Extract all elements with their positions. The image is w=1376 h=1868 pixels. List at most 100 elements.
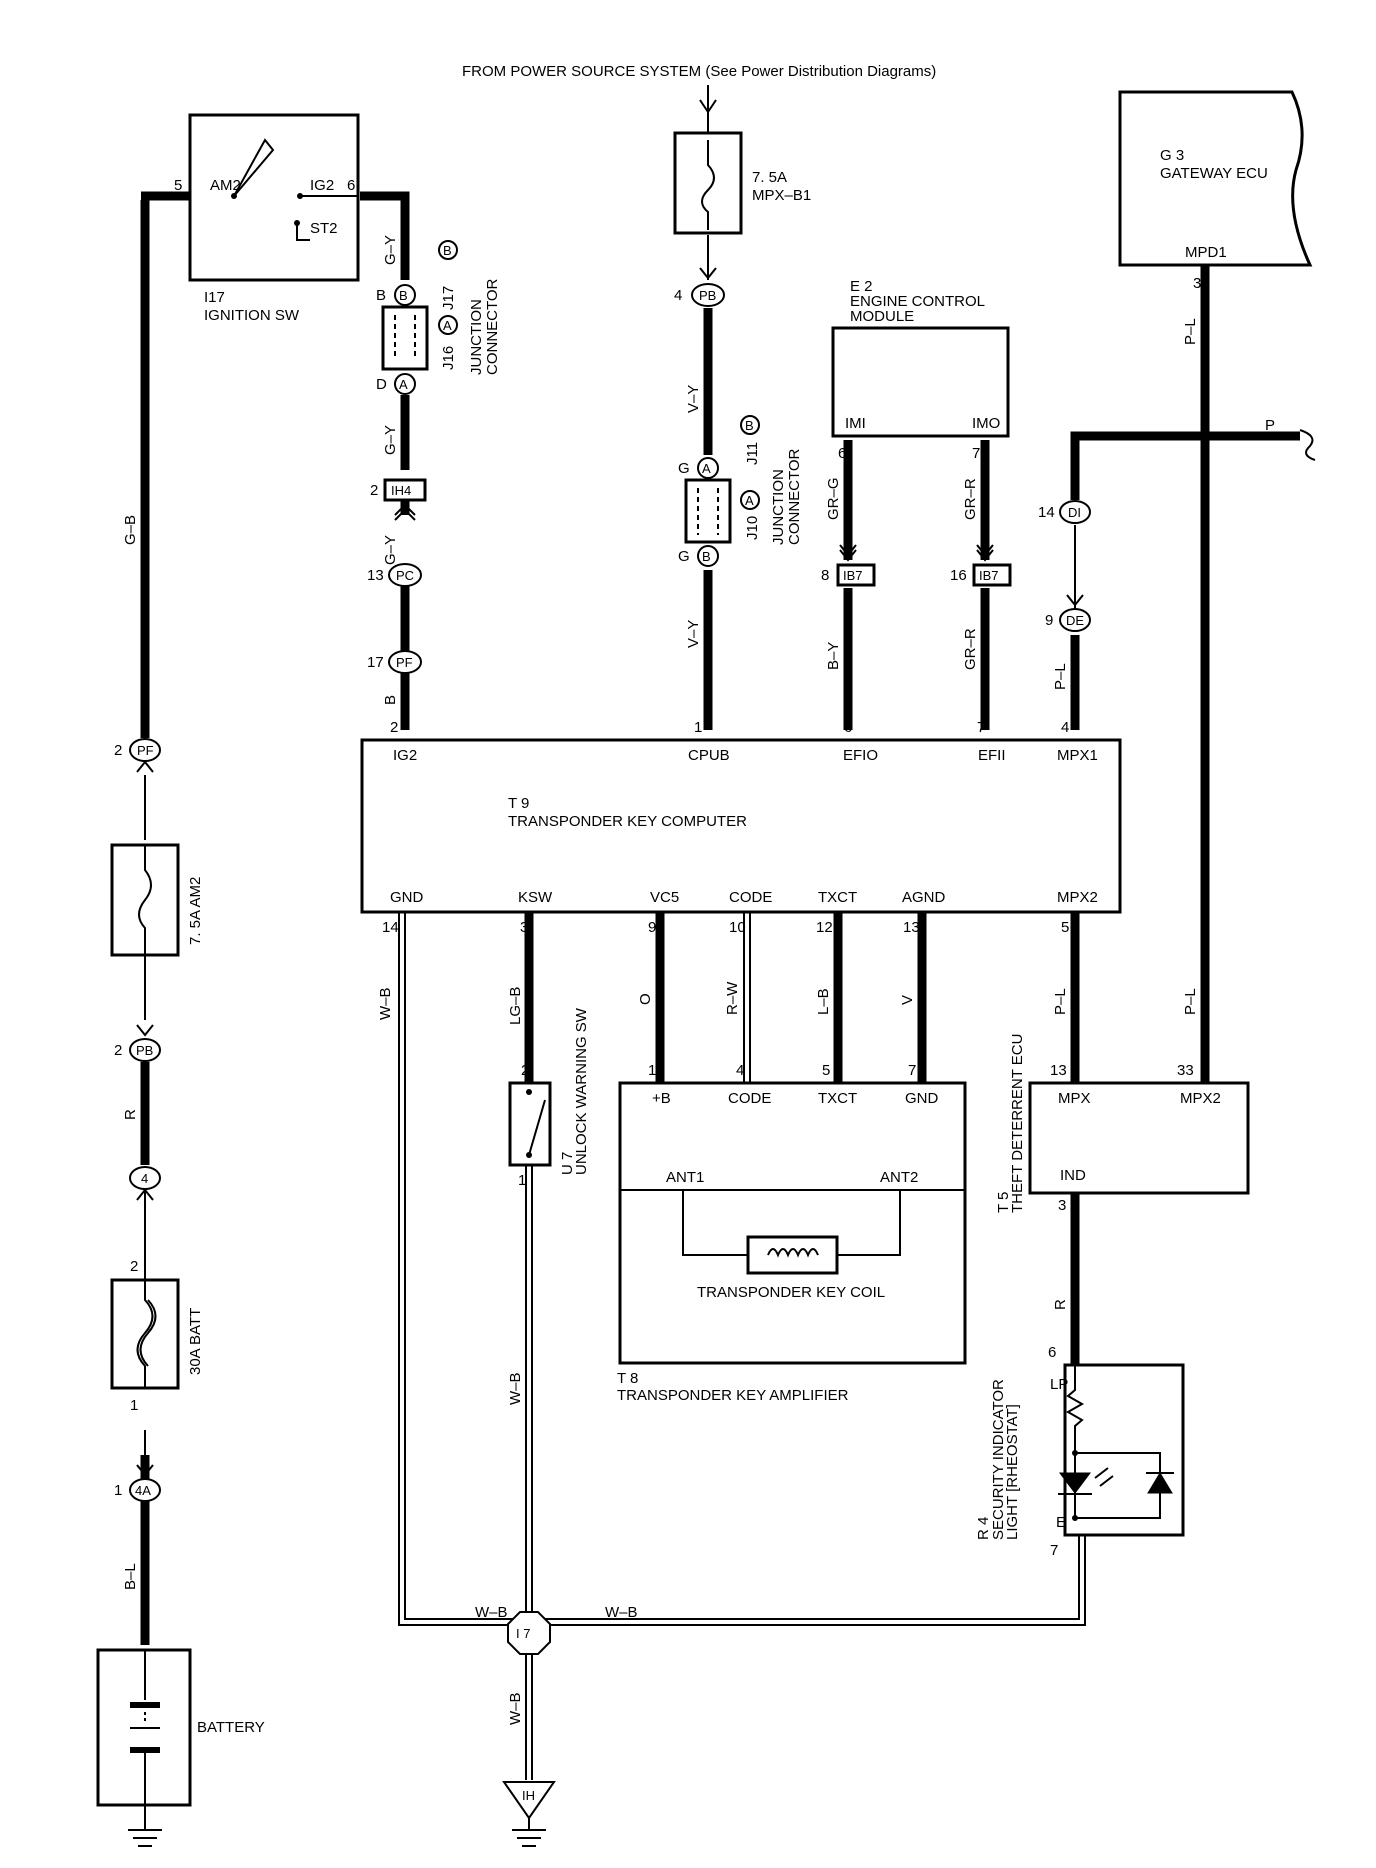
svg-text:G: G (678, 548, 690, 565)
ignition-sw-name: IGNITION SW (204, 307, 300, 324)
connector-ib7-a (836, 563, 876, 587)
svg-text:P–L: P–L (1182, 988, 1199, 1015)
svg-text:3: 3 (520, 919, 528, 936)
svg-text:T 5: T 5 (995, 1192, 1012, 1213)
svg-text:CONNECTOR: CONNECTOR (786, 448, 803, 545)
svg-text:IMO: IMO (972, 415, 1000, 432)
svg-text:30A BATT: 30A BATT (187, 1308, 204, 1375)
svg-text:IND: IND (1060, 1167, 1086, 1184)
svg-text:GR–R: GR–R (962, 628, 979, 670)
svg-text:5: 5 (822, 1062, 830, 1079)
gateway-ecu (1118, 90, 1313, 267)
svg-text:IH4: IH4 (391, 483, 411, 498)
junction-connector-left (381, 305, 429, 371)
junction-i7 (507, 1611, 551, 1655)
svg-text:IB7: IB7 (843, 568, 863, 583)
svg-text:B–Y: B–Y (825, 642, 842, 670)
svg-text:TXCT: TXCT (818, 1090, 857, 1107)
svg-text:T 9: T 9 (508, 795, 529, 812)
svg-text:R–W: R–W (724, 981, 741, 1015)
svg-text:CODE: CODE (728, 1090, 771, 1107)
svg-text:4: 4 (736, 1062, 744, 1079)
svg-text:V: V (899, 995, 916, 1005)
svg-text:EFIO: EFIO (843, 747, 878, 764)
svg-text:V–Y: V–Y (685, 620, 702, 648)
svg-text:+B: +B (652, 1090, 671, 1107)
svg-text:L–B: L–B (815, 988, 832, 1015)
svg-text:KSW: KSW (518, 889, 553, 906)
svg-text:P–L: P–L (1052, 988, 1069, 1015)
ignition-switch (188, 113, 360, 282)
svg-text:JUNCTION: JUNCTION (770, 469, 787, 545)
svg-text:I 7: I 7 (516, 1626, 530, 1641)
svg-text:2: 2 (130, 1258, 138, 1275)
svg-text:B: B (382, 695, 399, 705)
svg-text:JUNCTION: JUNCTION (468, 299, 485, 375)
svg-text:IMI: IMI (845, 415, 866, 432)
svg-text:DI: DI (1068, 505, 1081, 520)
svg-text:EFII: EFII (978, 747, 1006, 764)
svg-text:7. 5A: 7. 5A (752, 169, 787, 186)
svg-text:MPX–B1: MPX–B1 (752, 187, 811, 204)
svg-text:B: B (376, 287, 386, 304)
switch-icon (528, 1099, 546, 1156)
svg-text:2: 2 (521, 1062, 529, 1079)
svg-text:TRANSPONDER KEY COMPUTER: TRANSPONDER KEY COMPUTER (508, 813, 747, 830)
svg-text:UNLOCK WARNING SW: UNLOCK WARNING SW (573, 1007, 590, 1175)
junction-connector-mid (684, 478, 732, 544)
fuse-batt-icon (136, 1280, 154, 1388)
svg-text:W–B: W–B (475, 1604, 508, 1621)
fuse-am2-icon (138, 845, 152, 955)
connector-pc (388, 563, 422, 587)
svg-text:MPX: MPX (1058, 1090, 1091, 1107)
svg-text:PB: PB (699, 288, 716, 303)
fuse-icon (701, 140, 715, 230)
svg-text:IH: IH (522, 1788, 535, 1803)
svg-text:3: 3 (1058, 1197, 1066, 1214)
connector-pb-left (129, 1038, 161, 1062)
svg-text:G–Y: G–Y (382, 425, 399, 455)
ignition-sw-id: I17 (204, 289, 225, 306)
svg-text:V–Y: V–Y (685, 385, 702, 413)
power-source-label: FROM POWER SOURCE SYSTEM (See Power Dist… (462, 63, 936, 80)
svg-text:10: 10 (729, 919, 746, 936)
connector-pf-mid (388, 650, 422, 674)
svg-text:J16: J16 (440, 346, 457, 370)
svg-text:B: B (399, 288, 408, 303)
svg-text:6: 6 (844, 719, 852, 736)
ground-ih (502, 1781, 556, 1820)
svg-text:E: E (1056, 1514, 1066, 1531)
security-indicator-light (1063, 1363, 1185, 1537)
svg-text:W–B: W–B (605, 1604, 638, 1621)
theft-deterrent-ecu (1028, 1081, 1250, 1195)
svg-text:PF: PF (137, 743, 154, 758)
wire-g-y (360, 191, 410, 280)
svg-text:LIGHT [RHEOSTAT]: LIGHT [RHEOSTAT] (1004, 1404, 1021, 1540)
svg-text:12: 12 (816, 919, 833, 936)
svg-text:7: 7 (1050, 1542, 1058, 1559)
svg-text:P–L: P–L (1182, 318, 1199, 345)
svg-text:17: 17 (367, 654, 384, 671)
svg-text:P–L: P–L (1052, 663, 1069, 690)
svg-text:PC: PC (396, 568, 414, 583)
transponder-key-computer (360, 738, 1122, 914)
switch-lever-icon (233, 138, 275, 197)
svg-text:1: 1 (648, 1062, 656, 1079)
svg-text:16: 16 (950, 567, 967, 584)
svg-text:PF: PF (396, 655, 413, 670)
svg-text:J10: J10 (744, 516, 761, 540)
svg-text:ENGINE CONTROL: ENGINE CONTROL (850, 293, 985, 310)
svg-text:MPX1: MPX1 (1057, 747, 1098, 764)
svg-text:TRANSPONDER KEY COIL: TRANSPONDER KEY COIL (697, 1284, 885, 1301)
svg-text:G: G (678, 460, 690, 477)
svg-text:O: O (637, 993, 654, 1005)
svg-text:5: 5 (174, 177, 182, 194)
svg-text:14: 14 (382, 919, 399, 936)
coil-icon (767, 1248, 819, 1258)
svg-text:SECURITY INDICATOR: SECURITY INDICATOR (990, 1379, 1007, 1540)
diode-icon (1147, 1472, 1173, 1494)
svg-text:J11: J11 (744, 442, 761, 465)
svg-text:W–B: W–B (507, 1372, 524, 1405)
svg-text:R: R (1052, 1299, 1069, 1310)
